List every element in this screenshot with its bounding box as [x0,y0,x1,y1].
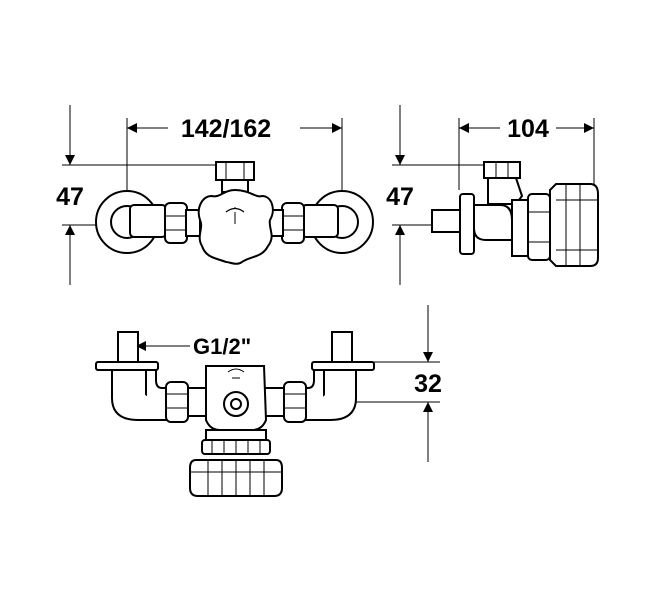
side-height-label: 47 [386,183,414,211]
left-union-nut [164,202,188,244]
front-view: 142/162 47 [56,105,374,285]
handwheel-front [197,188,274,265]
right-nut-top [283,381,307,423]
side-inlet-pipe [431,209,463,233]
side-handwheel [549,183,599,267]
thread-label: G1/2" [193,334,251,359]
front-height-label: 47 [56,183,84,211]
width-dim-label: 142/162 [181,115,271,143]
width-dimension: 142/162 [127,115,342,143]
mixer-body-top [205,365,268,431]
right-inlet-top [299,331,375,421]
handwheel-top [189,459,283,497]
side-view: 104 47 [386,105,599,285]
bottom-union-top [201,429,271,455]
side-wall-flange [459,193,475,255]
height-dimension-side: 47 [386,105,414,285]
height-dimension-front: 47 [56,105,84,285]
side-top-nut [483,161,521,179]
left-inlet-top [95,331,171,421]
offset-dimension: 32 [414,305,442,462]
depth-dimension: 104 [459,115,594,143]
top-nut-front [215,161,255,193]
right-union-nut [281,202,305,244]
left-nut-top [165,381,189,423]
right-wall-flange [301,190,374,254]
left-wall-flange [95,190,167,254]
side-body [473,204,513,241]
top-view: 32 G1/2" [95,305,442,497]
side-union-nut [527,193,551,261]
side-connector [511,199,529,257]
thread-callout: G1/2" [136,334,251,359]
depth-dim-label: 104 [507,115,549,143]
offset-dim-label: 32 [414,370,442,398]
